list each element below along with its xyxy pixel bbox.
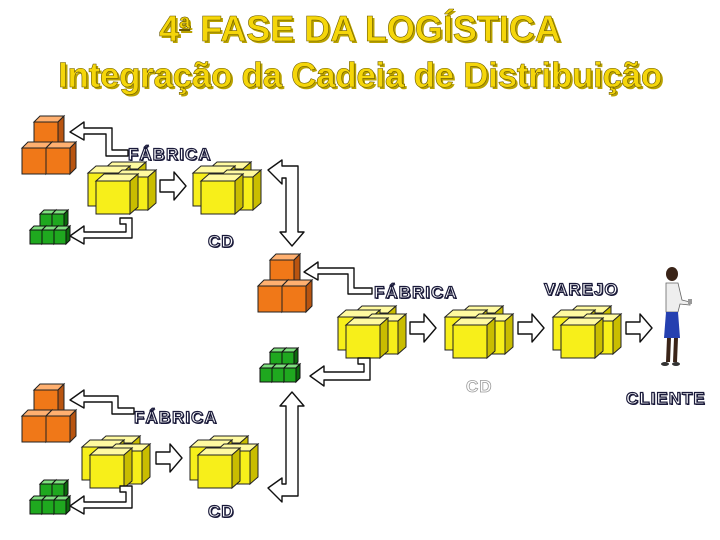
title-number: 4 [159,8,180,50]
right-arrow-icon [625,313,653,343]
right-arrow-icon [517,313,545,343]
page-subtitle: Integração da Cadeia de Distribuição [58,56,663,96]
bidirectional-arrow-icon [303,261,373,295]
label-cd-3: CD [207,501,235,521]
title-ordinal: a [179,11,191,34]
box-pallet-1b [193,162,261,214]
right-arrow-icon [155,443,183,473]
bidirectional-arrow-icon [69,389,135,415]
right-arrow-icon [159,171,187,201]
box-pallet-2c [553,306,621,358]
factory-stack-2 [258,254,312,312]
bidirectional-arrow-icon [69,121,129,157]
cd-stack-3 [30,480,70,514]
factory-stack-3 [22,384,76,442]
title-text: FASE DA LOGÍSTICA [190,8,561,50]
arrow-icon [69,485,133,515]
arrow-icon [309,357,371,387]
label-fabrica-3: FÁBRICA [133,407,218,427]
cd-stack-2 [260,348,300,382]
cd-stack-1 [30,210,70,244]
customer-person-icon [661,267,692,366]
label-fabrica-2: FÁBRICA [373,282,458,302]
label-cd-2: CD [466,377,493,397]
up-arrow-icon [267,391,305,503]
box-pallet-3a [82,436,150,488]
label-cliente: CLIENTE [625,388,706,408]
label-cd-1: CD [207,231,235,251]
right-arrow-icon [409,313,437,343]
box-pallet-3b [190,436,258,488]
factory-stack-1 [22,116,76,174]
box-pallet-2b [445,306,513,358]
label-varejo: VAREJO [543,279,619,299]
down-arrow-icon [267,159,305,247]
label-fabrica-1: FÁBRICA [127,144,212,164]
box-pallet-1a [88,162,156,214]
arrow-icon [69,217,133,245]
page-title: 4a FASE DA LOGÍSTICA [0,8,720,50]
box-pallet-2a [338,306,406,358]
